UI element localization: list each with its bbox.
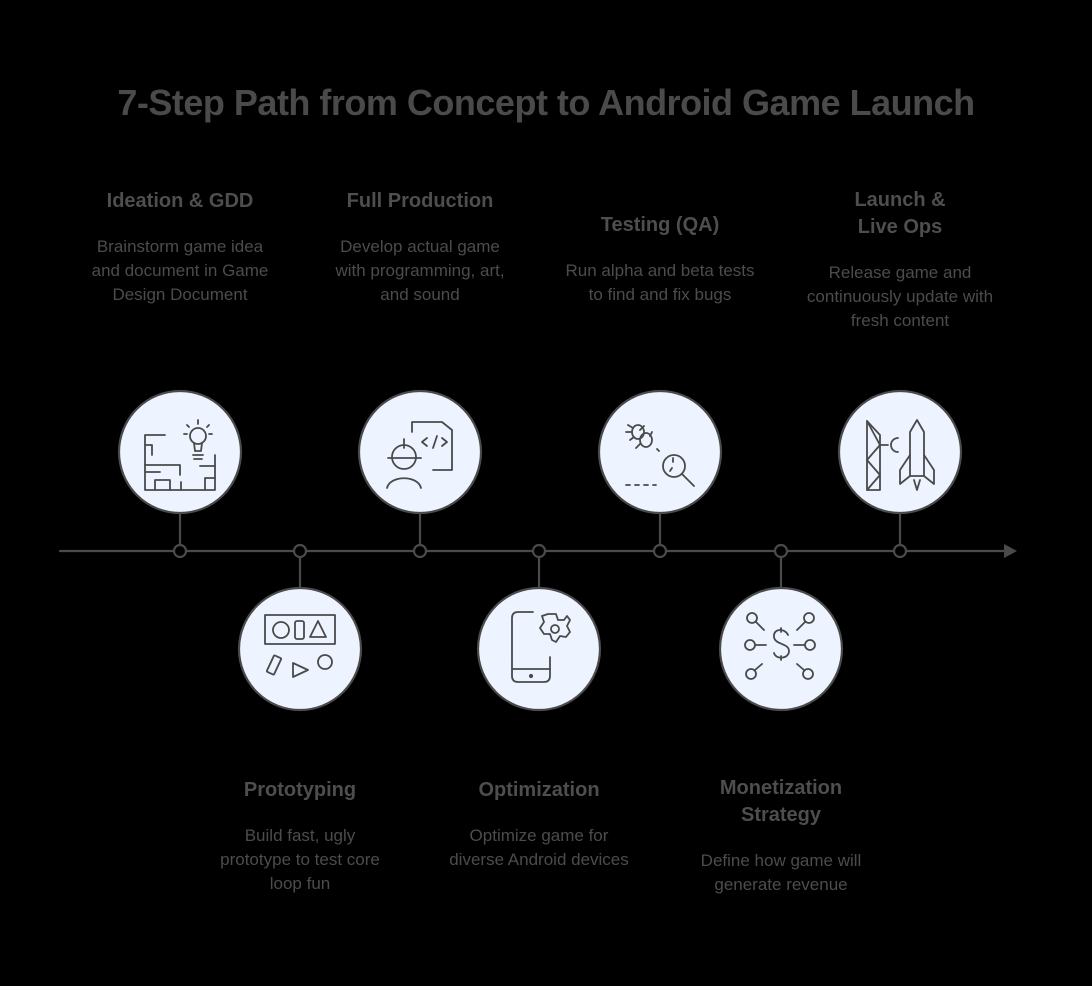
shapes-icon <box>264 614 336 678</box>
timeline-node-6 <box>773 543 789 559</box>
step-title: Full Production <box>346 190 494 212</box>
step-description: Run alpha and beta tests to find and fix… <box>565 261 755 304</box>
step-monetization: Monetization Strategy Define how game wi… <box>686 775 876 897</box>
step-description: Release game and continuously update wit… <box>806 263 994 330</box>
timeline-node-1 <box>172 543 188 559</box>
phone-gear-icon <box>511 611 571 683</box>
timeline-node-3 <box>412 543 428 559</box>
timeline-node-5 <box>652 543 668 559</box>
step-description: Define how game will generate revenue <box>700 851 862 894</box>
step-title: Launch & Live Ops <box>854 189 946 238</box>
step-prototyping: Prototyping Build fast, ugly prototype t… <box>205 777 395 896</box>
timeline-node-2 <box>292 543 308 559</box>
step-title: Testing (QA) <box>600 214 720 236</box>
step-description: Build fast, ugly prototype to test core … <box>220 826 380 893</box>
timeline-node-7 <box>892 543 908 559</box>
timeline-node-4 <box>531 543 547 559</box>
step-description: Optimize game for diverse Android device… <box>449 826 629 869</box>
step-optimization: Optimization Optimize game for diverse A… <box>444 777 634 872</box>
blueprint-lightbulb-icon <box>144 419 216 491</box>
step-ideation: Ideation & GDD Brainstorm game idea and … <box>85 188 275 307</box>
rocket-launch-icon <box>866 419 935 491</box>
developer-code-icon <box>386 421 453 489</box>
step-full-production: Full Production Develop actual game with… <box>325 188 515 307</box>
bug-magnifier-icon <box>625 424 695 487</box>
step-description: Brainstorm game idea and document in Gam… <box>91 237 269 304</box>
step-title: Optimization <box>478 779 600 801</box>
arrow-head-icon <box>1004 544 1017 558</box>
step-title: Prototyping <box>243 779 357 801</box>
page-title: 7-Step Path from Concept to Android Game… <box>117 82 975 123</box>
step-testing: Testing (QA) Run alpha and beta tests to… <box>565 212 755 307</box>
dollar-network-icon <box>744 612 816 680</box>
step-launch: Launch & Live Ops Release game and conti… <box>805 187 995 333</box>
step-title: Ideation & GDD <box>106 190 254 212</box>
step-description: Develop actual game with programming, ar… <box>335 237 505 304</box>
step-title: Monetization Strategy <box>719 777 843 826</box>
